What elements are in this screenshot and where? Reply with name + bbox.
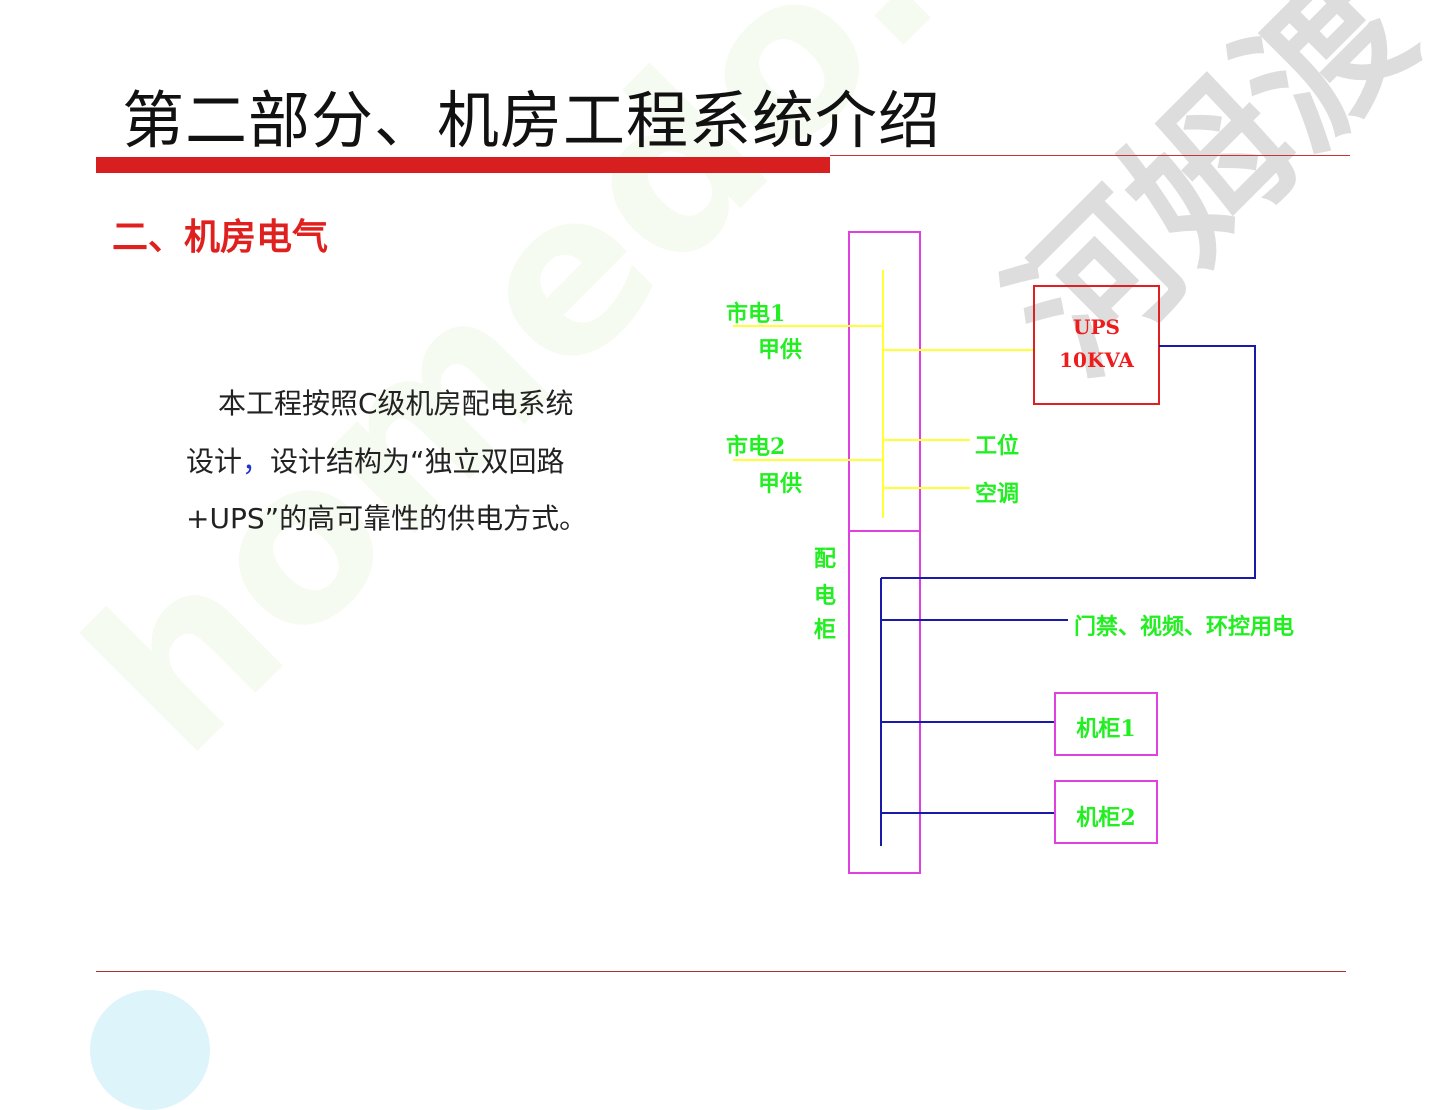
body-text-line-3: +UPS”的高可靠性的供电方式。 (186, 502, 588, 535)
source1-sub-label: 甲供 (758, 337, 803, 363)
ups-box (1033, 285, 1160, 405)
page-title: 第二部分、机房工程系统介绍 (122, 84, 942, 157)
ups-name: UPS (1073, 315, 1120, 339)
footer-divider (96, 971, 1346, 972)
rack1-label: 机柜1 (1076, 716, 1136, 742)
logo-decoration-icon (90, 990, 210, 1110)
text: 设计结构为“独立双回路 (270, 445, 565, 478)
text: 设计 (186, 445, 243, 478)
power-diagram (733, 231, 1256, 874)
workstation-label: 工位 (975, 433, 1020, 459)
title-divider (830, 155, 1350, 156)
cabinet-label-char: 配 (814, 546, 837, 572)
title-underline-bar (96, 157, 830, 173)
rack1-box (1054, 692, 1158, 756)
rack2-box (1054, 780, 1158, 844)
body-text-line-2: 设计，设计结构为“独立双回路 (186, 440, 565, 480)
source1-label: 市电1 (726, 301, 786, 327)
body-text-line-1: 本工程按照C级机房配电系统 (218, 387, 574, 420)
distribution-cabinet-box (848, 231, 921, 874)
section-heading: 二、机房电气 (112, 216, 329, 258)
source2-label: 市电2 (726, 434, 786, 460)
ups-capacity: 10KVA (1059, 348, 1134, 372)
ac-label: 空调 (975, 481, 1020, 507)
cabinet-label-char: 柜 (814, 617, 837, 643)
ups-output-line (881, 345, 1256, 579)
source2-sub-label: 甲供 (758, 471, 803, 497)
rack2-label: 机柜2 (1076, 805, 1136, 831)
security-label: 门禁、视频、环控用电 (1074, 614, 1295, 640)
cabinet-label-char: 电 (814, 583, 837, 609)
comma: ， (242, 445, 271, 478)
